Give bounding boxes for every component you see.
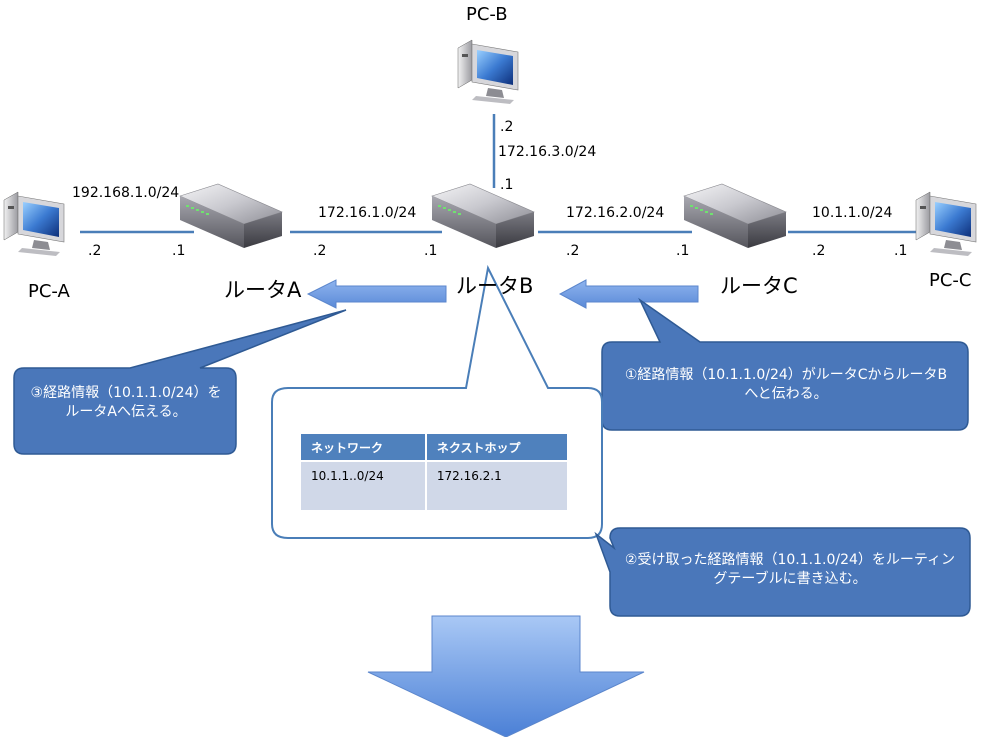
big-down-arrow bbox=[367, 615, 645, 737]
network-label-pcc: 10.1.1.0/24 bbox=[812, 205, 893, 221]
pc-b-label: PC-B bbox=[466, 4, 508, 25]
routing-table-header-network: ネットワーク bbox=[301, 434, 427, 461]
network-label-pcb: 172.16.3.0/24 bbox=[498, 144, 597, 160]
router-c-label: ルータC bbox=[720, 274, 798, 298]
callout-step3 bbox=[13, 309, 347, 455]
network-label-ab: 172.16.1.0/24 bbox=[318, 205, 417, 221]
routing-table-header-nexthop: ネクストホップ bbox=[425, 434, 567, 461]
propagation-arrow-c-to-b bbox=[558, 279, 699, 309]
pc-b-icon bbox=[457, 39, 519, 105]
callout-step1-text: ①経路情報（10.1.1.0/24）がルータCからルータBへと伝わる。 bbox=[624, 367, 948, 402]
host-id-pcc: .1 bbox=[894, 243, 908, 259]
host-id-routerb-right: .2 bbox=[566, 243, 580, 259]
router-b-label: ルータB bbox=[456, 274, 534, 298]
routing-table-cell-nexthop: 172.16.2.1 bbox=[425, 460, 567, 510]
routing-table: ネットワーク ネクストホップ 10.1.1..0/24 172.16.2.1 bbox=[301, 434, 567, 510]
network-label-bc: 172.16.2.0/24 bbox=[566, 205, 665, 221]
pc-c-icon bbox=[915, 191, 977, 257]
router-a-icon bbox=[179, 183, 283, 249]
pc-c-label: PC-C bbox=[929, 270, 972, 291]
network-links bbox=[80, 114, 920, 234]
host-id-routera-right: .2 bbox=[313, 243, 327, 259]
host-id-routerb-top: .1 bbox=[500, 177, 514, 193]
host-id-routerb-left: .1 bbox=[424, 243, 438, 259]
callout-step2 bbox=[594, 527, 971, 617]
propagation-arrow-b-to-a bbox=[306, 279, 447, 309]
callout-step3-text: ③経路情報（10.1.1.0/24）をルータAへ伝える。 bbox=[30, 385, 222, 420]
table-row: 10.1.1..0/24 172.16.2.1 bbox=[301, 460, 567, 510]
callout-step1 bbox=[601, 297, 969, 431]
routing-table-cell-network: 10.1.1..0/24 bbox=[301, 460, 427, 510]
pc-a-icon bbox=[3, 191, 65, 257]
host-id-pcb: .2 bbox=[500, 119, 514, 135]
router-c-icon bbox=[683, 183, 787, 249]
router-a-label: ルータA bbox=[224, 278, 302, 302]
router-b-icon bbox=[431, 183, 535, 249]
pc-a-label: PC-A bbox=[28, 281, 70, 302]
host-id-pca: .2 bbox=[88, 243, 102, 259]
callout-step2-text: ②受け取った経路情報（10.1.1.0/24）をルーティングテーブルに書き込む。 bbox=[624, 552, 956, 587]
host-id-routerc-left: .1 bbox=[676, 243, 690, 259]
network-label-pca: 192.168.1.0/24 bbox=[72, 185, 180, 201]
host-id-routera-left: .1 bbox=[172, 243, 186, 259]
host-id-routerc-right: .2 bbox=[812, 243, 826, 259]
